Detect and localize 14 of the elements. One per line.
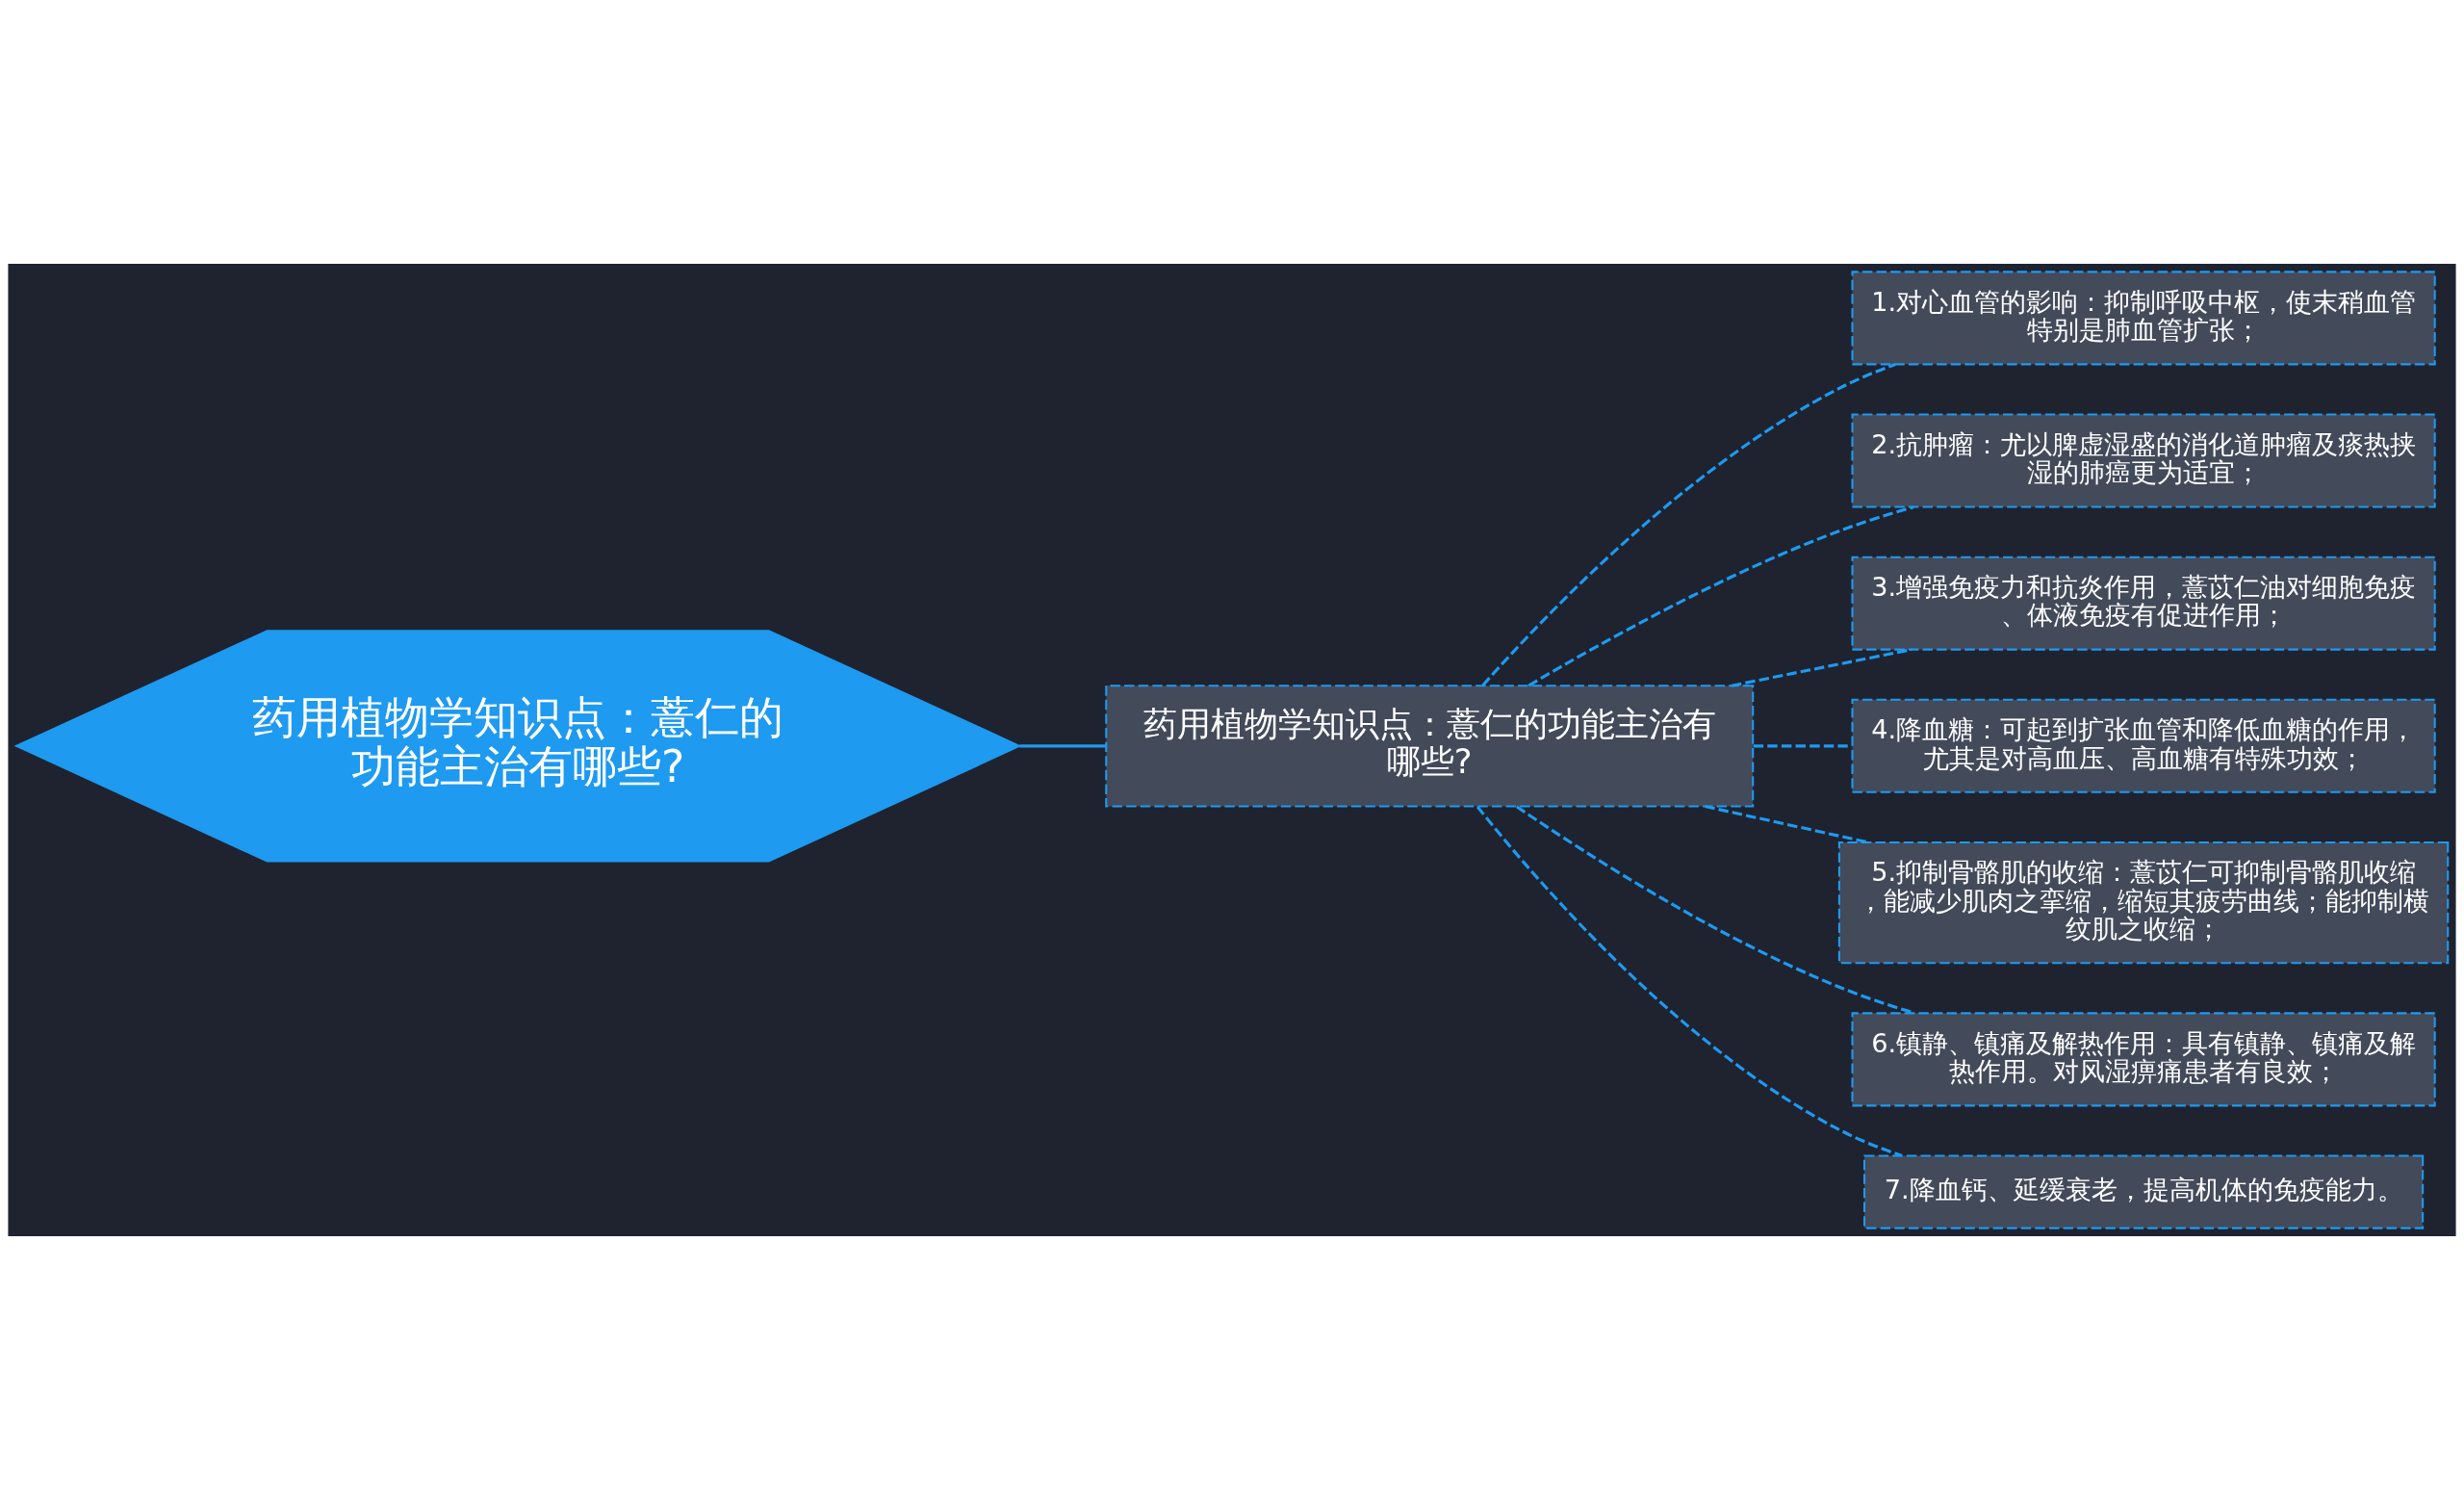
node-box: 4.降血糖：可起到扩张血管和降低血糖的作用，尤其是对高血压、高血糖有特殊功效； (1851, 698, 2436, 793)
node-box: 2.抗肿瘤：尤以脾虚湿盛的消化道肿瘤及痰热挟湿的肺癌更为适宜； (1851, 413, 2436, 508)
node-box: 药用植物学知识点：薏仁的功能主治有哪些? (1105, 685, 1755, 808)
connector (1527, 505, 1914, 687)
node-box: 5.抑制骨骼肌的收缩：薏苡仁可抑制骨骼肌收缩，能减少肌肉之挛缩，缩短其疲劳曲线；能抑制横纹肌之收缩； (1837, 841, 2450, 965)
connector (1019, 744, 1106, 748)
connector (1705, 805, 1869, 844)
node-box: 1.对心血管的影响：抑制呼吸中枢，使末稍血管特别是肺血管扩张； (1851, 271, 2436, 366)
connector (1481, 363, 1896, 686)
connector (1476, 805, 1903, 1157)
connector (1731, 648, 1912, 687)
node-box: 3.增强免疫力和抗炎作用，薏苡仁油对细胞免疫、体液免疫有促进作用； (1851, 556, 2436, 651)
node-box: 6.镇静、镇痛及解热作用：具有镇静、镇痛及解热作用。对风湿痹痛患者有良效； (1851, 1012, 2436, 1107)
node-box: 7.降血钙、延缓衰老，提高机体的免疫能力。 (1862, 1154, 2425, 1229)
